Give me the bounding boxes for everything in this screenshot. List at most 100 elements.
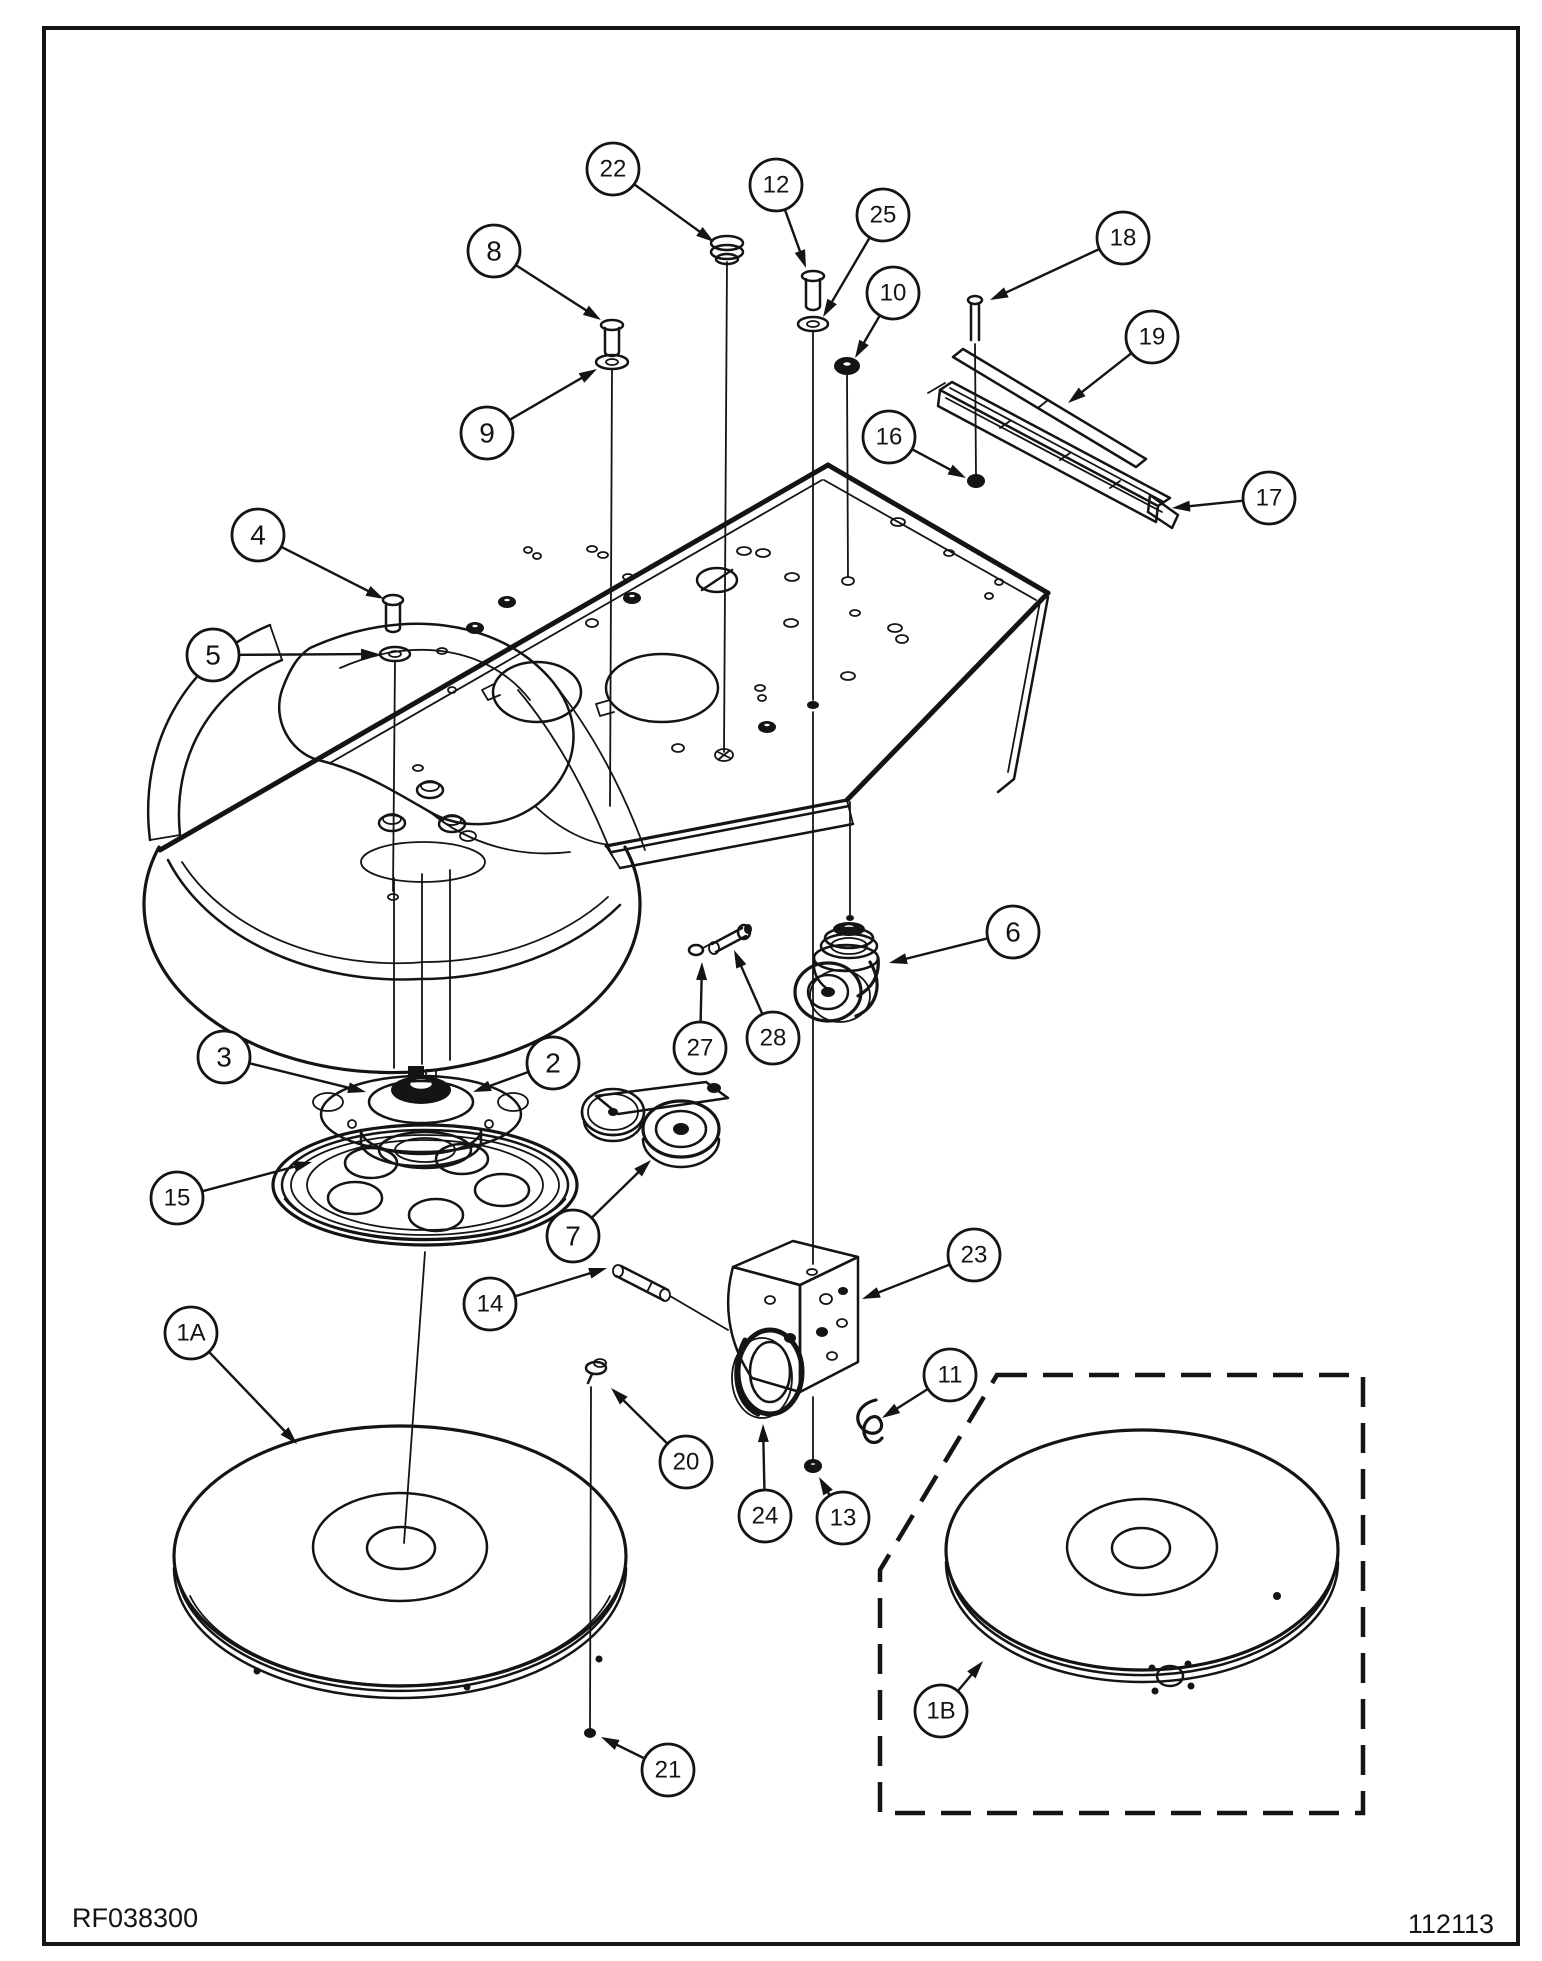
leader-arrowhead — [757, 1424, 769, 1443]
callout-bubble-6 — [985, 904, 1041, 960]
callout-number: 21 — [655, 1757, 682, 1784]
grommet-22 — [709, 234, 745, 266]
callout-number: 8 — [486, 236, 502, 267]
callout-22: 22 — [585, 141, 714, 242]
deck-nut-cluster — [377, 780, 477, 842]
leader-line-3 — [248, 1062, 353, 1090]
leader-arrowhead — [882, 1403, 901, 1418]
channel-rail-17 — [927, 380, 1180, 530]
callout-number: 3 — [216, 1042, 232, 1073]
leader-line-24 — [762, 1437, 766, 1491]
idler-pulleys-7 — [580, 1080, 730, 1169]
washer-5 — [378, 645, 412, 663]
leader-line-15 — [201, 1164, 299, 1193]
leader-line-8 — [515, 264, 590, 314]
callout-number: 1A — [176, 1320, 205, 1347]
leader-arrowhead — [601, 1737, 620, 1750]
callout-bubble-24 — [737, 1488, 793, 1544]
inset-dashed-border — [877, 1372, 1366, 1816]
callout-bubble-13 — [815, 1490, 871, 1546]
callout-bubble-19 — [1124, 309, 1180, 365]
callout-14: 14 — [462, 1268, 607, 1332]
callout-7: 7 — [545, 1160, 651, 1264]
leader-line-28 — [738, 962, 764, 1015]
callout-8: 8 — [466, 223, 601, 320]
leader-arrowhead — [967, 1661, 983, 1679]
mower-deck-body — [142, 462, 1051, 1075]
leader-line-14 — [514, 1270, 594, 1298]
callout-28: 28 — [734, 950, 801, 1066]
callout-number: 19 — [1139, 324, 1166, 351]
leader-line-19 — [1078, 352, 1133, 396]
hairpin-cotter-11 — [856, 1398, 884, 1445]
callout-25: 25 — [823, 187, 911, 317]
leader-line-22 — [633, 183, 704, 235]
callout-number: 22 — [600, 156, 627, 183]
callout-bubble-15 — [149, 1170, 205, 1226]
bolt-12 — [800, 269, 826, 312]
callout-12: 12 — [748, 157, 806, 268]
nut-10 — [834, 357, 860, 375]
callout-number: 10 — [880, 280, 907, 307]
callout-number: 14 — [477, 1291, 504, 1318]
callout-bubble-12 — [748, 157, 804, 213]
callout-number: 9 — [479, 418, 495, 449]
callout-9: 9 — [459, 369, 597, 461]
callout-1a: 1A — [163, 1305, 297, 1444]
callout-23: 23 — [862, 1227, 1002, 1299]
callout-bubble-18 — [1095, 210, 1151, 266]
callout-2: 2 — [473, 1035, 581, 1092]
leader-arrowhead — [823, 298, 837, 317]
leader-line-23 — [874, 1263, 951, 1295]
leader-line-5 — [238, 652, 366, 657]
leader-line-18 — [1002, 247, 1100, 296]
callout-bubble-25 — [855, 187, 911, 243]
callout-bubble-16 — [861, 409, 917, 465]
callout-bubble-20 — [658, 1434, 714, 1490]
callout-24: 24 — [737, 1424, 793, 1544]
leader-line-1b — [956, 1670, 975, 1692]
leader-line-20 — [620, 1396, 669, 1445]
callout-number: 2 — [545, 1048, 561, 1079]
callout-bubble-1a — [163, 1305, 219, 1361]
callout-number: 11 — [938, 1362, 963, 1389]
deck-holes — [377, 517, 1004, 901]
leader-arrowhead — [734, 950, 747, 969]
callout-bubble-2 — [525, 1035, 581, 1091]
leader-line-27 — [699, 975, 703, 1023]
revision-code: 112113 — [1408, 1909, 1494, 1939]
leader-arrowhead — [794, 249, 806, 268]
callout-number: 25 — [870, 202, 897, 229]
callout-18: 18 — [990, 210, 1151, 300]
callout-bubble-17 — [1241, 470, 1297, 526]
callout-bubble-9 — [459, 405, 515, 461]
leader-line-6 — [902, 937, 989, 961]
disc-1b — [944, 1428, 1340, 1695]
leader-line-2 — [485, 1070, 529, 1089]
callout-number: 1B — [926, 1698, 955, 1725]
leader-arrowhead — [582, 305, 601, 320]
leader-line-1a — [208, 1350, 289, 1435]
callout-number: 7 — [565, 1221, 581, 1252]
leader-arrowhead — [696, 962, 708, 981]
callout-21: 21 — [601, 1737, 696, 1798]
callout-number: 12 — [763, 172, 790, 199]
nut-13 — [804, 1459, 822, 1473]
nut-16 — [967, 474, 985, 488]
callout-bubble-4 — [230, 507, 286, 563]
spindle-assembly — [312, 1066, 529, 1168]
drive-pulley-15 — [271, 1123, 579, 1247]
leader-line-25 — [829, 236, 871, 306]
left-oval-cutout — [481, 660, 583, 724]
callout-number: 13 — [830, 1505, 857, 1532]
leader-arrowhead — [611, 1388, 628, 1405]
callout-3: 3 — [196, 1029, 366, 1094]
leader-line-21 — [613, 1742, 646, 1760]
leader-arrowhead — [1172, 500, 1191, 512]
callout-20: 20 — [611, 1388, 714, 1490]
leader-arrowhead — [360, 648, 379, 660]
bolt-8 — [599, 318, 625, 358]
bolt-21-point — [584, 1728, 596, 1738]
callout-bubble-8 — [466, 223, 522, 279]
callout-27: 27 — [672, 962, 728, 1076]
